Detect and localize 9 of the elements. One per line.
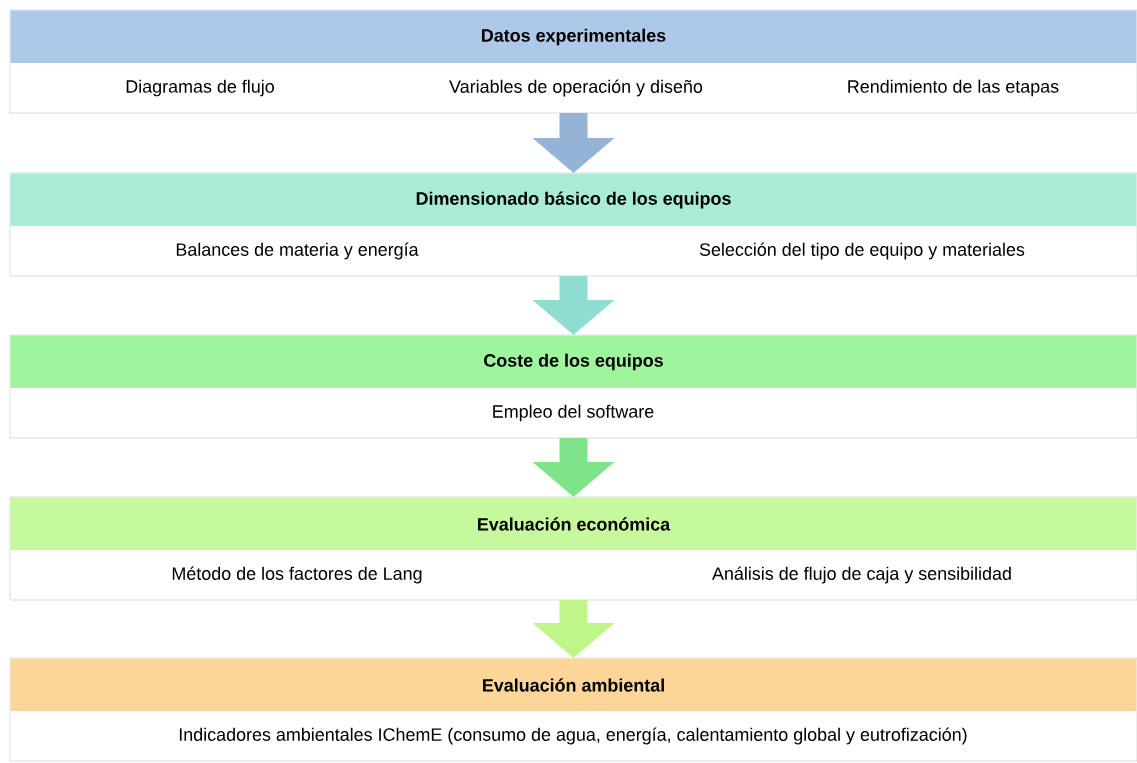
subtask-label: Selección del tipo de equipo y materiales [699, 242, 1025, 260]
subtask-label: Empleo del software [493, 404, 654, 422]
subtask-label: Indicadores ambientales IChemE (consumo de agua, energía, calentamiento global y eutrofización) [179, 727, 967, 745]
subtask-label: Balances de materia y energía [176, 242, 419, 260]
subtask-label: Rendimiento de las etapas [848, 79, 1059, 97]
subtask-label: Método de los factores de Lang [172, 566, 422, 584]
subtask-label: Diagramas de flujo [126, 79, 274, 97]
subtask-label: Variables de operación y diseño [449, 79, 703, 97]
subtask-label: Análisis de flujo de caja y sensibilidad [712, 566, 1011, 584]
